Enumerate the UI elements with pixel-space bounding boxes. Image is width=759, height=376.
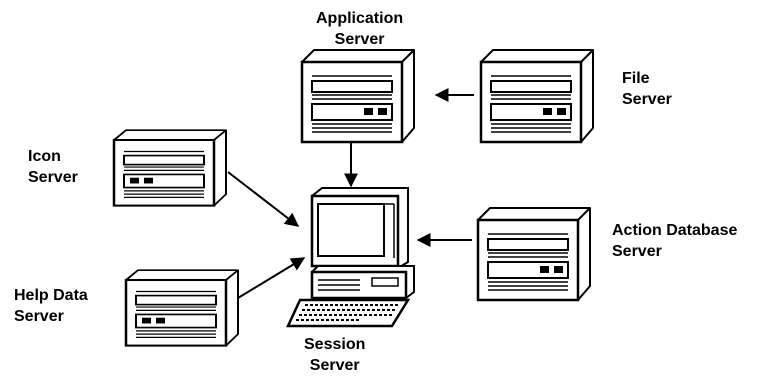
- arrow-icon-to-session: [227, 171, 300, 227]
- session-server-workstation-icon: [286, 187, 415, 328]
- action-database-server-icon: [476, 206, 592, 302]
- application-server-icon: [300, 48, 416, 144]
- help-data-server-icon: [124, 268, 240, 347]
- arrow-help-data-to-session: [237, 257, 306, 299]
- icon-server-icon: [112, 128, 228, 207]
- application-server-label: Application Server: [316, 10, 404, 48]
- icon-server-label: Icon Server: [28, 148, 78, 186]
- file-server-icon: [479, 48, 595, 144]
- help-data-server-label: Help Data Server: [14, 287, 88, 325]
- file-server-label: File Server: [622, 70, 672, 108]
- action-database-server-label: Action Database Server: [612, 222, 738, 260]
- session-server-label: Session Server: [304, 336, 366, 374]
